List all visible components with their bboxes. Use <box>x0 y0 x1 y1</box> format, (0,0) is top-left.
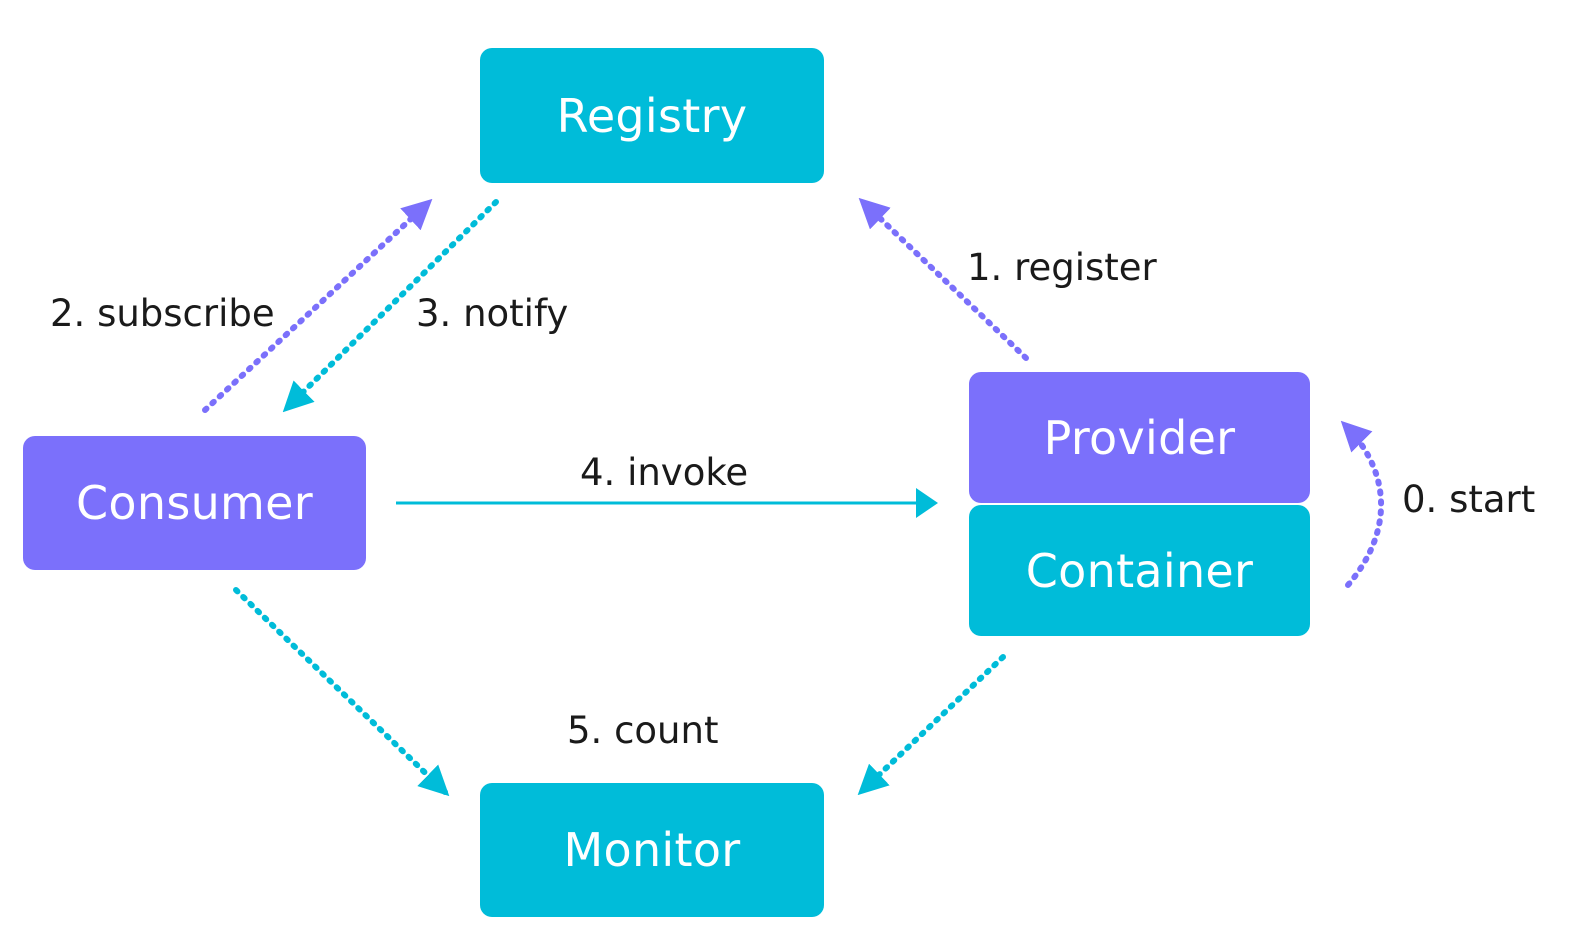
register-edge-label: 1. register <box>967 246 1157 289</box>
registry-node: Registry <box>480 48 824 183</box>
count-edge-label: 5. count <box>567 709 719 752</box>
invoke-edge-label: 4. invoke <box>580 451 749 494</box>
provider-label: Provider <box>1043 410 1236 465</box>
container-label: Container <box>1025 543 1254 598</box>
container-node: Container <box>969 505 1310 636</box>
registry-label: Registry <box>556 88 748 143</box>
monitor-node: Monitor <box>480 783 824 917</box>
consumer-label: Consumer <box>76 476 313 530</box>
monitor-label: Monitor <box>563 823 741 877</box>
start-arrow <box>1340 420 1385 588</box>
start-edge-label: 0. start <box>1402 478 1536 521</box>
notify-edge-label: 3. notify <box>416 292 569 335</box>
subscribe-arrow <box>202 198 433 413</box>
subscribe-edge-label: 2. subscribe <box>50 292 275 335</box>
provider-node: Provider <box>969 372 1310 503</box>
consumer-node: Consumer <box>23 436 366 570</box>
notify-arrow <box>282 199 499 413</box>
invoke-arrowhead <box>916 488 938 518</box>
count-consumer-arrow <box>233 587 450 797</box>
count-provider-arrow <box>857 654 1006 796</box>
register-arrow <box>858 197 1029 361</box>
